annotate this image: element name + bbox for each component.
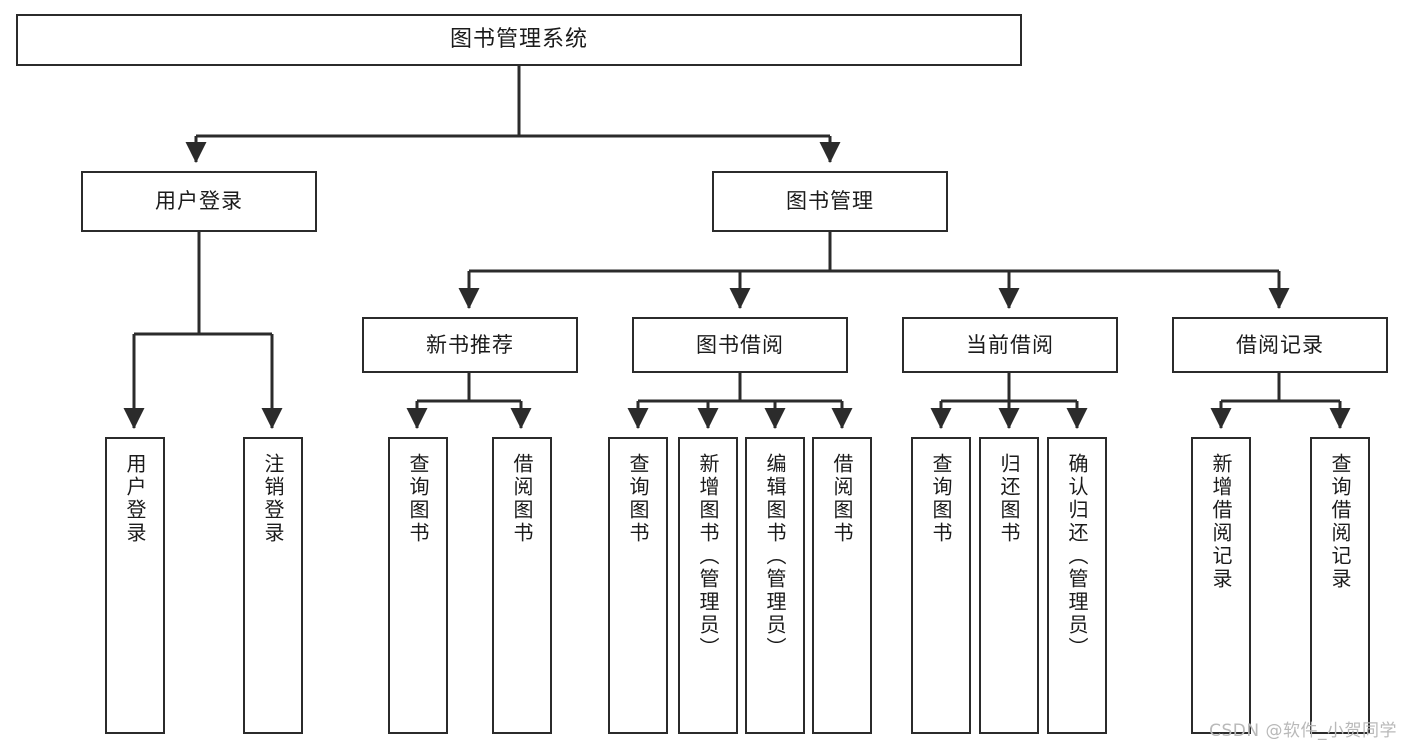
- node-leaf-query-book-3[interactable]: 查询图书: [911, 437, 971, 734]
- node-label: 查询借阅记录: [1328, 453, 1352, 591]
- node-root-system[interactable]: 图书管理系统: [16, 14, 1022, 66]
- node-label: 查询图书: [626, 453, 650, 545]
- node-leaf-user-login[interactable]: 用户登录: [105, 437, 165, 734]
- node-label: 借阅图书: [830, 453, 854, 545]
- node-label: 归还图书: [997, 453, 1021, 545]
- node-label: 图书管理系统: [449, 27, 588, 53]
- node-leaf-add-book-admin[interactable]: 新增图书（管理员）: [678, 437, 738, 734]
- node-label: 新增借阅记录: [1209, 453, 1233, 591]
- node-label: 用户登录: [155, 189, 243, 214]
- node-label: 编辑图书（管理员）: [763, 453, 787, 660]
- node-borrow-record[interactable]: 借阅记录: [1172, 317, 1388, 373]
- node-user-login[interactable]: 用户登录: [81, 171, 317, 232]
- node-label: 借阅记录: [1236, 332, 1324, 357]
- node-label: 查询图书: [406, 453, 430, 545]
- node-label: 借阅图书: [510, 453, 534, 545]
- node-label: 图书借阅: [696, 332, 784, 357]
- node-leaf-query-book-2[interactable]: 查询图书: [608, 437, 668, 734]
- node-leaf-logout-login[interactable]: 注销登录: [243, 437, 303, 734]
- node-leaf-query-borrow-record[interactable]: 查询借阅记录: [1310, 437, 1370, 734]
- node-label: 确认归还（管理员）: [1065, 453, 1089, 660]
- node-book-manage[interactable]: 图书管理: [712, 171, 948, 232]
- node-leaf-confirm-return-admin[interactable]: 确认归还（管理员）: [1047, 437, 1107, 734]
- node-book-borrow[interactable]: 图书借阅: [632, 317, 848, 373]
- node-leaf-borrow-book-2[interactable]: 借阅图书: [812, 437, 872, 734]
- node-label: 新书推荐: [426, 332, 514, 357]
- node-label: 新增图书（管理员）: [696, 453, 720, 660]
- node-leaf-add-borrow-record[interactable]: 新增借阅记录: [1191, 437, 1251, 734]
- node-label: 注销登录: [261, 453, 285, 545]
- node-label: 用户登录: [123, 453, 147, 545]
- node-label: 查询图书: [929, 453, 953, 545]
- node-leaf-borrow-book-1[interactable]: 借阅图书: [492, 437, 552, 734]
- node-label: 图书管理: [786, 189, 874, 214]
- node-current-borrow[interactable]: 当前借阅: [902, 317, 1118, 373]
- node-leaf-return-book[interactable]: 归还图书: [979, 437, 1039, 734]
- node-label: 当前借阅: [966, 332, 1054, 357]
- node-leaf-query-book-1[interactable]: 查询图书: [388, 437, 448, 734]
- node-new-book-recommend[interactable]: 新书推荐: [362, 317, 578, 373]
- node-leaf-edit-book-admin[interactable]: 编辑图书（管理员）: [745, 437, 805, 734]
